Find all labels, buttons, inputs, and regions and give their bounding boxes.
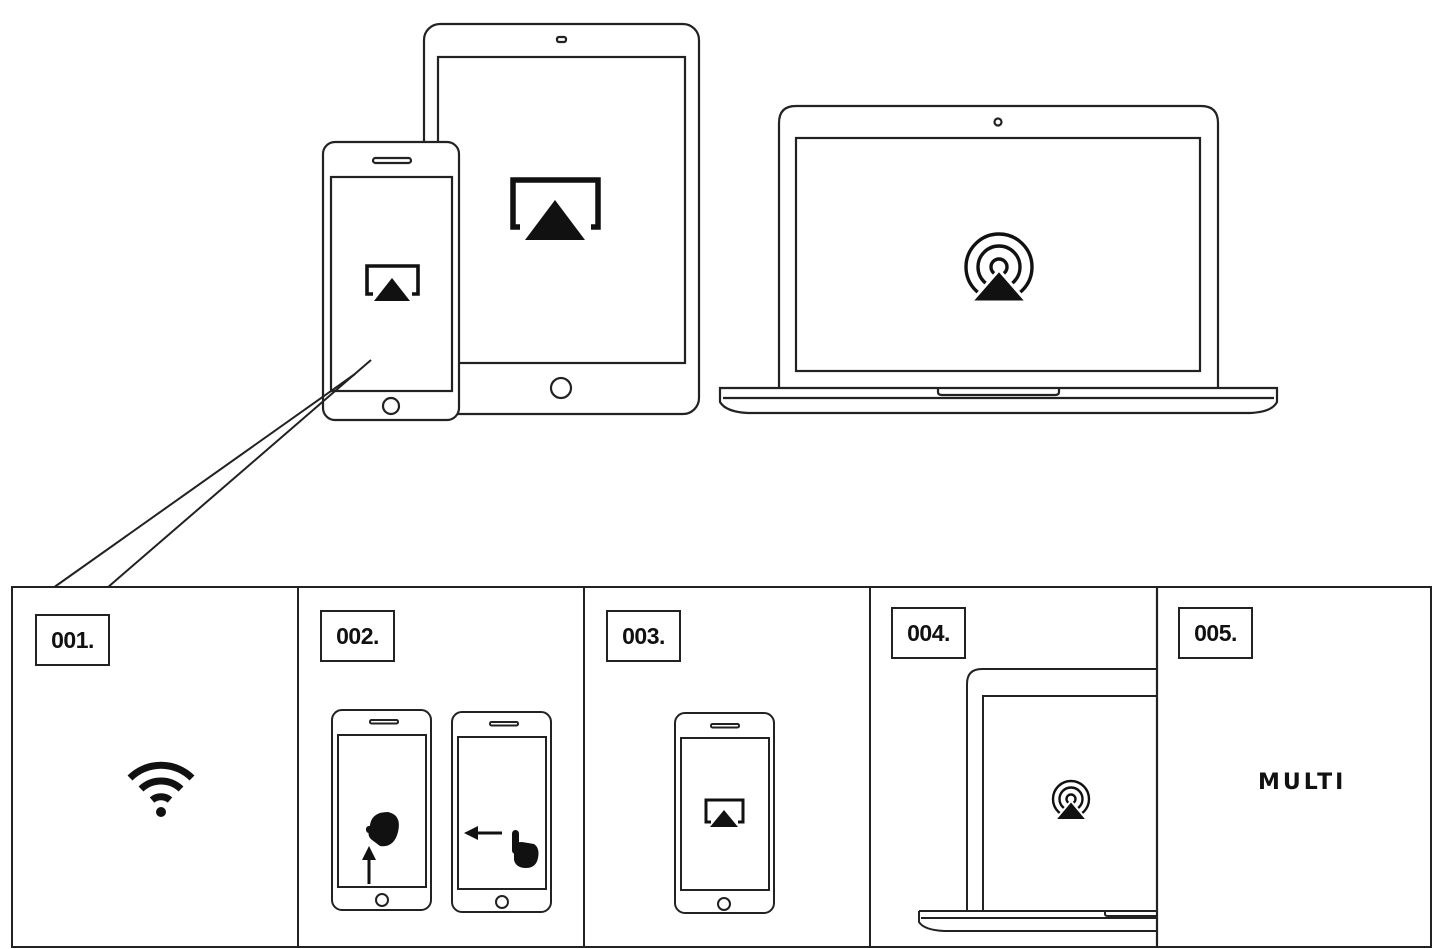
step-label-004: 004. <box>891 607 966 659</box>
step-label-002: 002. <box>320 610 395 662</box>
step-3-phone <box>674 712 775 914</box>
step-4-laptop <box>918 668 1156 932</box>
tablet-device <box>422 22 701 416</box>
tablet-camera <box>555 35 568 44</box>
step-2-phone-left <box>331 709 432 911</box>
phone-screen <box>329 175 454 393</box>
step-2-swipe-up-icon <box>362 812 399 884</box>
laptop-device <box>718 104 1279 415</box>
tablet-airplay-icon <box>510 177 601 240</box>
laptop-base <box>718 386 1279 415</box>
phone-speaker <box>371 156 413 165</box>
laptop-notch <box>936 388 1061 397</box>
step-label-005: 005. <box>1178 607 1253 659</box>
callout-lines <box>52 359 372 589</box>
step-3-airplay-icon <box>704 798 745 827</box>
phone-device <box>321 140 461 422</box>
step-2-phone-right <box>451 711 552 913</box>
tablet-home-button <box>549 376 573 400</box>
step-2-swipe-left-icon <box>464 826 539 868</box>
step-label-003: 003. <box>606 610 681 662</box>
step-label-001: 001. <box>35 614 110 666</box>
phone-airplay-icon <box>365 264 420 301</box>
laptop-airplay-audio-icon <box>964 232 1034 304</box>
step-4-airplay-audio-icon <box>1051 779 1091 821</box>
laptop-screen <box>794 136 1202 373</box>
step-5-multi-text: MULTI <box>1258 770 1347 795</box>
laptop-camera <box>993 117 1003 127</box>
step-1-wifi-icon <box>127 761 195 817</box>
phone-home-button <box>381 396 401 416</box>
